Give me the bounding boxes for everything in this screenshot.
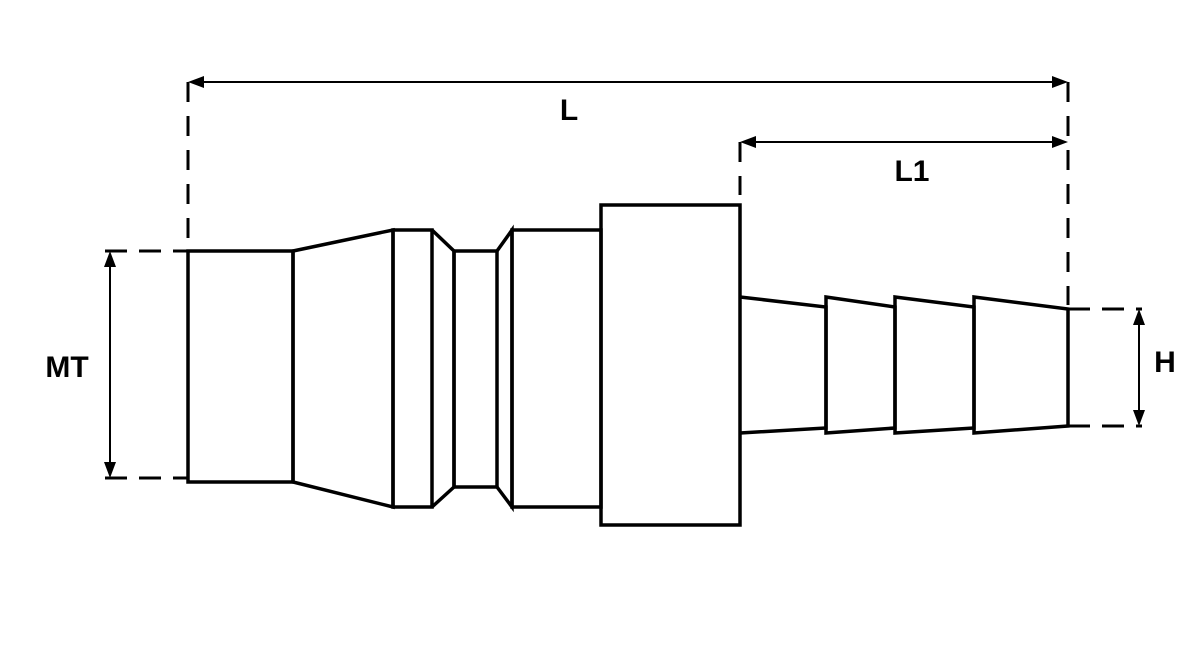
collar-ring bbox=[391, 228, 434, 509]
arrow-up-icon bbox=[104, 251, 116, 267]
arrow-up-icon bbox=[1133, 309, 1145, 325]
barb-segment-4 bbox=[972, 295, 1070, 435]
arrow-right-icon bbox=[1052, 76, 1068, 88]
dimension-l: L bbox=[186, 76, 1070, 305]
groove-chamfer-left bbox=[430, 228, 456, 509]
thread-section bbox=[186, 249, 295, 484]
arrow-left-icon bbox=[740, 136, 756, 148]
groove-chamfer-right bbox=[495, 224, 514, 513]
label-mt: MT bbox=[45, 351, 88, 384]
body-cylinder bbox=[510, 228, 603, 509]
arrow-down-icon bbox=[104, 462, 116, 478]
label-h: H bbox=[1154, 346, 1176, 379]
hose-barb bbox=[739, 294, 1070, 435]
dimension-mt: MT bbox=[45, 249, 188, 480]
arrow-left-icon bbox=[188, 76, 204, 88]
label-l1: L1 bbox=[894, 155, 929, 188]
barb-segment-3 bbox=[893, 295, 976, 435]
label-l: L bbox=[560, 94, 578, 127]
barb-segment-2 bbox=[824, 294, 897, 435]
dimension-l1: L1 bbox=[738, 136, 1068, 195]
fitting-body bbox=[186, 203, 742, 527]
barb-segment-1 bbox=[739, 295, 828, 435]
hex-nut bbox=[599, 203, 742, 527]
groove-section bbox=[452, 249, 499, 489]
dimension-h: H bbox=[1068, 307, 1176, 428]
arrow-right-icon bbox=[1052, 136, 1068, 148]
arrow-down-icon bbox=[1133, 410, 1145, 426]
tapered-section bbox=[291, 227, 395, 510]
